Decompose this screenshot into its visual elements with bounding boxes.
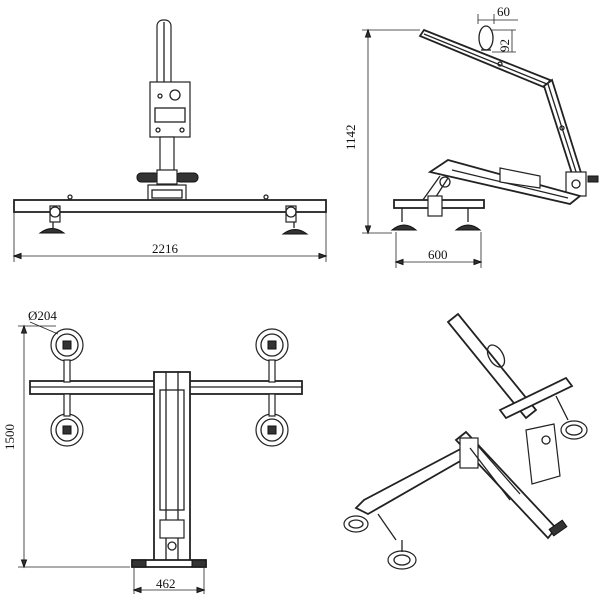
top-cup-upper-left (50, 328, 84, 383)
front-gauge-icon (169, 89, 181, 101)
iso-cup-left-lower (387, 540, 417, 570)
dim-top-height: 1500 (2, 424, 17, 450)
front-view: 2216 (12, 19, 328, 262)
side-lifting-ring (478, 25, 494, 51)
isometric-view (343, 312, 588, 570)
dim-ring-width: 60 (497, 4, 510, 19)
front-crossbeam (13, 199, 327, 213)
top-cup-lower-right (255, 393, 289, 447)
dim-side-base: 600 (428, 247, 448, 262)
iso-cup-left-upper (343, 515, 369, 533)
dim-front-width: 2216 (152, 241, 179, 256)
iso-control-box (525, 423, 561, 485)
side-cup-right (454, 208, 482, 231)
dim-side-height: 1142 (343, 124, 358, 150)
front-cup-left (38, 205, 66, 234)
iso-handle (548, 519, 568, 537)
side-handle (587, 175, 599, 183)
front-cup-right (281, 205, 309, 235)
iso-upper-arm (446, 312, 538, 420)
front-handle-left (136, 172, 160, 183)
iso-lifting-ring (486, 344, 506, 368)
dim-ring-height: 92 (497, 39, 512, 52)
iso-cup-right (560, 420, 588, 440)
top-cup-lower-left (50, 393, 84, 447)
front-handle-right (175, 172, 199, 183)
iso-crossbar (498, 376, 574, 420)
dim-top-handle-width: 462 (156, 576, 176, 591)
top-cup-upper-right (255, 328, 289, 383)
side-view: 1142 600 60 92 (343, 4, 599, 268)
dim-cup-diameter: Ø204 (28, 308, 57, 323)
iso-lower-beam (354, 442, 478, 516)
side-cup-left (390, 208, 418, 231)
top-view: 1500 Ø204 462 (2, 308, 303, 594)
